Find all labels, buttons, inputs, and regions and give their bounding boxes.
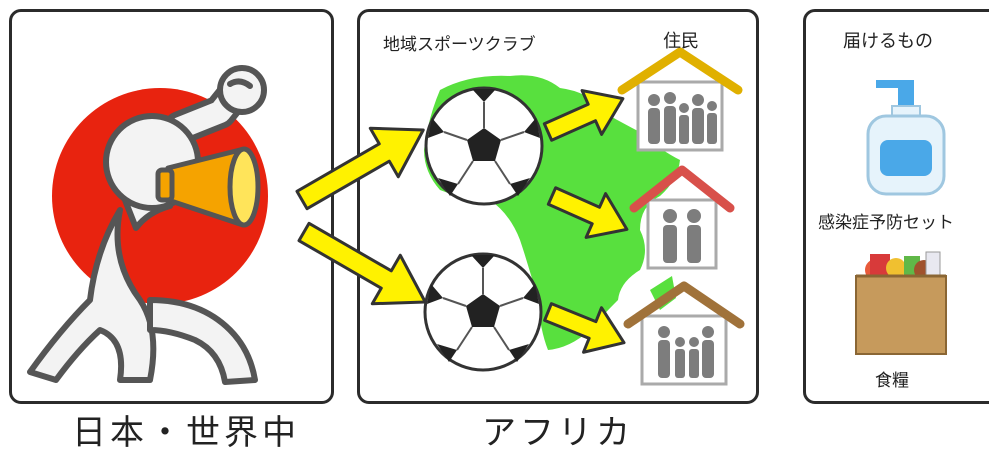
label-community-sports-club: 地域スポーツクラブ xyxy=(383,35,536,55)
family-icon xyxy=(648,92,717,144)
food-box-icon xyxy=(855,251,947,355)
soccer-ball-icon xyxy=(424,86,544,206)
arrow-icon xyxy=(295,126,425,211)
label-what-we-deliver: 届けるもの xyxy=(843,31,933,52)
caption-africa: アフリカ xyxy=(482,413,634,453)
arrow-icon xyxy=(542,89,625,142)
house-icon xyxy=(617,47,743,152)
label-infection-prevention-kit: 感染症予防セット xyxy=(818,213,954,233)
caption-japan-world: 日本・世界中 xyxy=(72,413,300,453)
panel-deliverables xyxy=(803,9,989,404)
soccer-ball-icon xyxy=(423,252,543,372)
arrow-icon xyxy=(543,302,626,354)
label-residents: 住民 xyxy=(663,31,699,52)
house-icon xyxy=(629,165,735,270)
megaphone-icon xyxy=(155,146,261,228)
family-icon xyxy=(663,209,701,263)
arrow-icon xyxy=(546,186,629,239)
house-icon xyxy=(623,281,745,386)
arrow-icon xyxy=(297,221,427,306)
label-food: 食糧 xyxy=(875,371,909,391)
family-icon xyxy=(658,326,714,378)
hand-soap-bottle-icon xyxy=(866,80,946,196)
